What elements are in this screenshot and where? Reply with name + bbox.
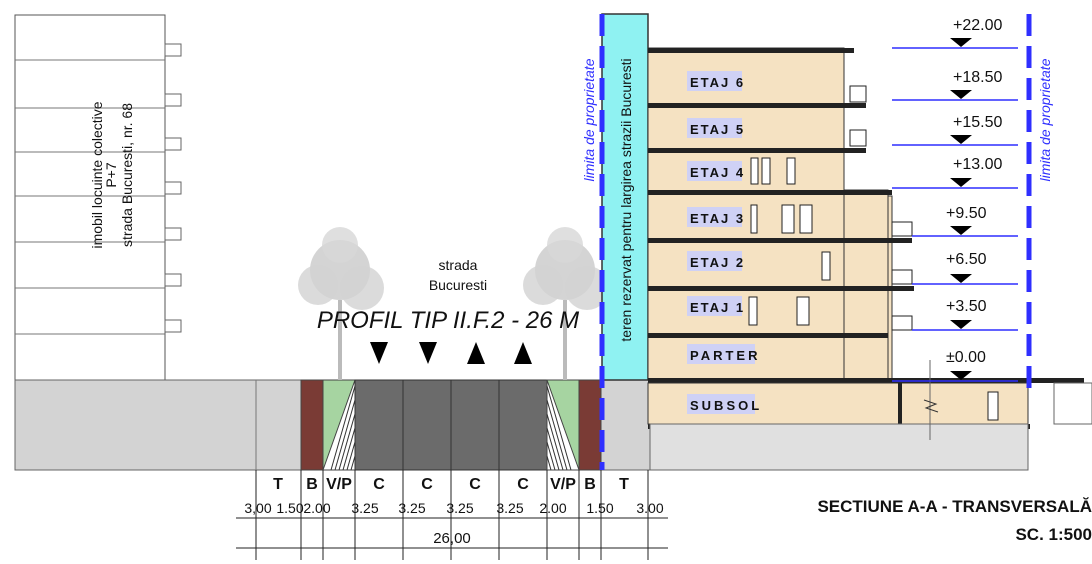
new-building [647,47,1092,471]
segment-code: C [421,476,433,493]
segment-width: 3.25 [496,500,523,516]
carriageway-lane-3 [450,379,500,471]
floor-label: ETAJ 2 [690,255,745,270]
segment-width: 3,00 [244,500,271,516]
tree-right [523,227,609,380]
traffic-arrows [370,342,532,364]
profile-dimensions: T B V/P C C C C V/P B T 3,00 1.50 2.00 3… [236,470,668,560]
floor-label: ETAJ 3 [690,211,745,226]
elevation-value: ±0.00 [946,349,986,366]
bike-lane-right [578,379,602,471]
reserved-strip-label: teren rezervat pentru largirea strazii B… [618,58,634,341]
left-existing-building: imobil locuinte colective P+7 strada Buc… [14,14,182,381]
elevation-value: +13.00 [953,156,1002,173]
elevation-markers: +22.00 +18.50 +15.50 +13.00 +9.50 +6.50 … [892,17,1018,382]
segment-code: B [584,476,596,493]
floor-label: ETAJ 1 [690,300,745,315]
left-building-line-1: imobil locuinte colective [89,101,105,248]
floor-label: ETAJ 5 [690,122,745,137]
segment-code: C [469,476,481,493]
elevation-value: +22.00 [953,17,1002,34]
tree-left [298,227,384,380]
segment-code: C [517,476,529,493]
arrow-down-icon [419,342,437,364]
property-limit-label-left: limita de proprietate [581,58,597,181]
property-limit-label-right: limita de proprietate [1037,58,1053,181]
floor-labels: ETAJ 6 ETAJ 5 ETAJ 4 ETAJ 3 ETAJ 2 ETAJ … [687,71,762,414]
ground [14,379,651,471]
segment-width: 3.25 [351,500,378,516]
elevation-value: +15.50 [953,114,1002,131]
total-width: 26,00 [433,530,471,547]
section-scale: SC. 1:500 [1015,525,1092,544]
segment-width: 1.50 [586,500,613,516]
elevation-value: +18.50 [953,69,1002,86]
segment-code: T [273,476,283,493]
street-profile [300,379,602,471]
carriageway-lane-2 [402,379,452,471]
segment-width: 1.50 [276,500,303,516]
carriageway-lane-4 [498,379,548,471]
segment-code: V/P [326,476,352,493]
section-title: SECTIUNE A-A - TRANSVERSALĂ [817,497,1092,516]
arrow-up-icon [514,342,532,364]
left-building-line-3: strada Bucuresti, nr. 68 [119,103,135,247]
carriageway-lane-1 [354,379,404,471]
segment-code: B [306,476,318,493]
segment-code: V/P [550,476,576,493]
bike-lane-left [300,379,324,471]
profile-label: PROFIL TIP II.F.2 - 26 M [317,307,579,334]
segment-width: 3.25 [398,500,425,516]
segment-width: 2.00 [539,500,566,516]
property-limits: limita de proprietate limita de propriet… [581,14,1053,470]
segment-width: 3.00 [636,500,663,516]
elevation-value: +6.50 [946,251,987,268]
segment-code: C [373,476,385,493]
segment-width: 2.00 [303,500,330,516]
street-name-line-2: Bucuresti [429,277,487,293]
floor-label: PARTER [690,348,760,363]
street-name-line-1: strada [439,257,478,273]
arrow-up-icon [467,342,485,364]
elevation-value: +3.50 [946,298,987,315]
segment-width: 3.25 [446,500,473,516]
elevation-triangle-icon [950,38,972,380]
floor-label: SUBSOL [690,398,762,413]
reserved-strip [601,13,649,381]
left-building-line-2: P+7 [103,162,119,188]
elevation-value: +9.50 [946,205,987,222]
floor-label: ETAJ 6 [690,75,745,90]
arrow-down-icon [370,342,388,364]
segment-code: T [619,476,629,493]
floor-label: ETAJ 4 [690,165,745,180]
